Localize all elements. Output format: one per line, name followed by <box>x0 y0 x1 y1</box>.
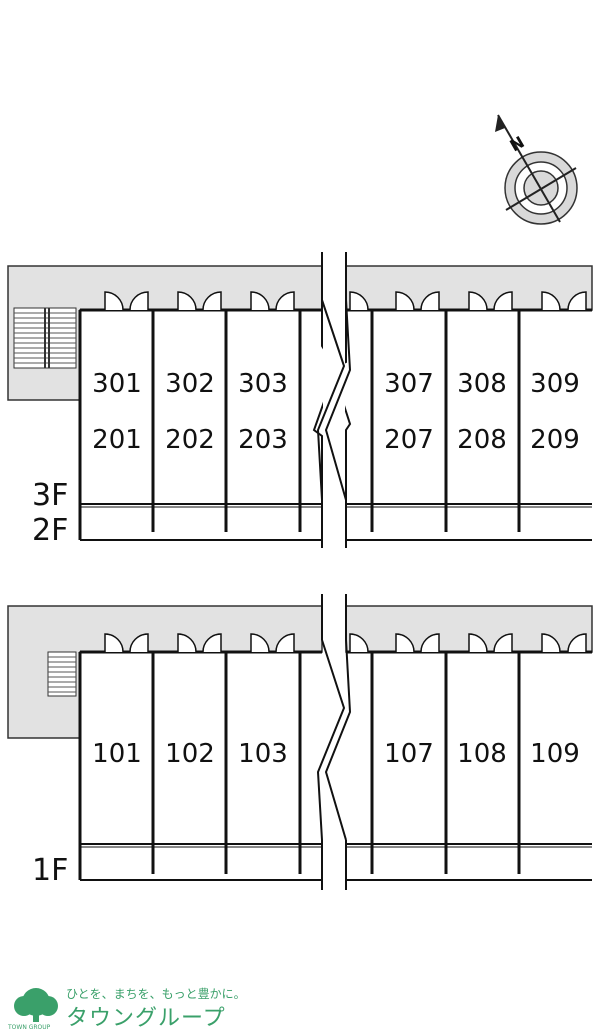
unit-label: 101 <box>92 739 142 769</box>
unit-label: 103 <box>238 739 288 769</box>
unit-label: 307 <box>384 369 434 399</box>
unit-label: 109 <box>530 739 580 769</box>
unit-label: 308 <box>457 369 507 399</box>
unit-label: 303 <box>238 369 288 399</box>
unit-label: 107 <box>384 739 434 769</box>
floor-label-2f: 2F <box>32 513 68 548</box>
unit-label: 202 <box>165 425 215 455</box>
unit-label: 208 <box>457 425 507 455</box>
unit-label: 209 <box>530 425 580 455</box>
floor-label-1f: 1F <box>32 853 68 888</box>
unit-label: 309 <box>530 369 580 399</box>
door-icons <box>104 633 587 653</box>
logo-tagline: ひとを、まちを、もっと豊かに。 <box>66 987 246 1001</box>
unit-label: 302 <box>165 369 215 399</box>
logo-small-text: TOWN GROUP <box>8 1024 51 1031</box>
door-icons <box>104 291 587 311</box>
unit-label: 108 <box>457 739 507 769</box>
unit-label: 301 <box>92 369 142 399</box>
tree-logo-icon <box>14 988 58 1022</box>
unit-label: 203 <box>238 425 288 455</box>
staircase-icon <box>47 651 77 697</box>
compass-icon: N <box>495 114 578 225</box>
unit-label: 207 <box>384 425 434 455</box>
upper-floor-plan: 301 302 303 307 308 309 201 202 203 207 … <box>7 252 593 548</box>
logo-name: タウングループ <box>66 1006 226 1031</box>
staircase-icon <box>13 307 77 369</box>
lower-floor-plan: 101 102 103 107 108 109 1F <box>7 594 593 890</box>
unit-label: 201 <box>92 425 142 455</box>
unit-label: 102 <box>165 739 215 769</box>
floor-label-3f: 3F <box>32 478 68 513</box>
